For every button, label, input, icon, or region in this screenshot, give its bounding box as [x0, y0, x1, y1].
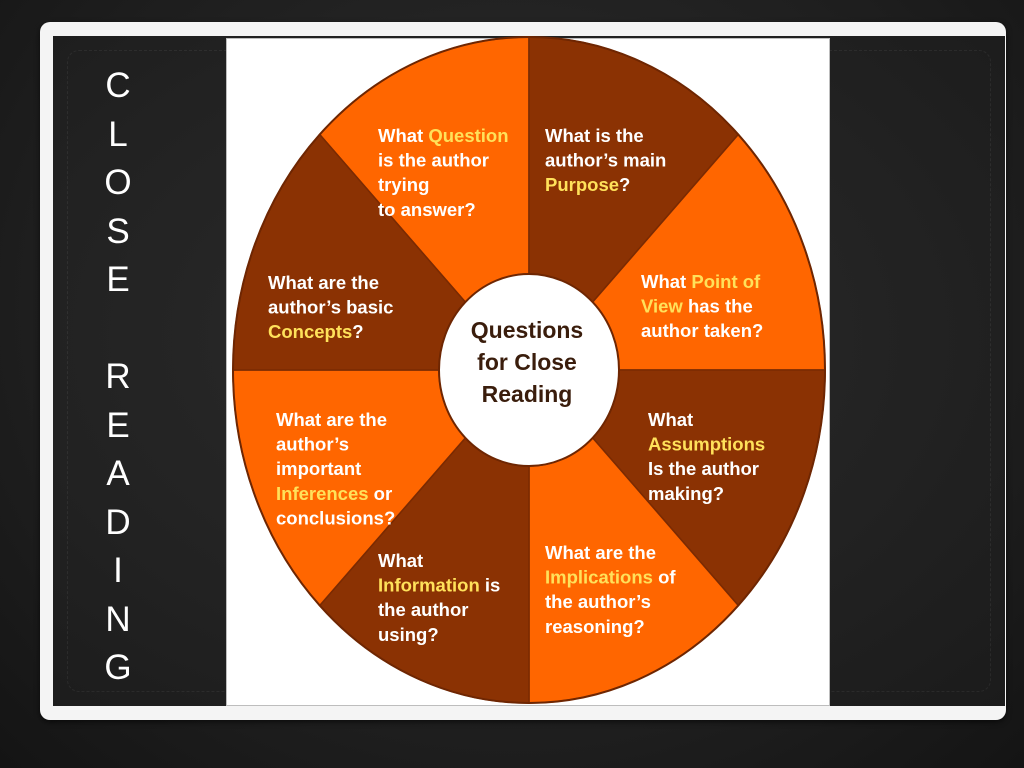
title-letter: G [104, 648, 132, 687]
title-letter: N [105, 599, 131, 639]
title-letter: O [104, 163, 132, 202]
title-letter: C [105, 66, 131, 105]
wheel-center [438, 273, 620, 467]
vertical-title: C L O S E R E A D I N G [98, 62, 138, 693]
title-letter: D [105, 502, 131, 542]
title-letter: S [106, 211, 130, 251]
title-letter: E [106, 260, 130, 299]
title-letter: E [106, 405, 130, 445]
title-letter: R [105, 357, 131, 396]
wheel-outline [232, 36, 826, 704]
title-letter: A [106, 454, 130, 493]
title-letter: I [113, 551, 123, 590]
title-letter: L [108, 114, 128, 154]
